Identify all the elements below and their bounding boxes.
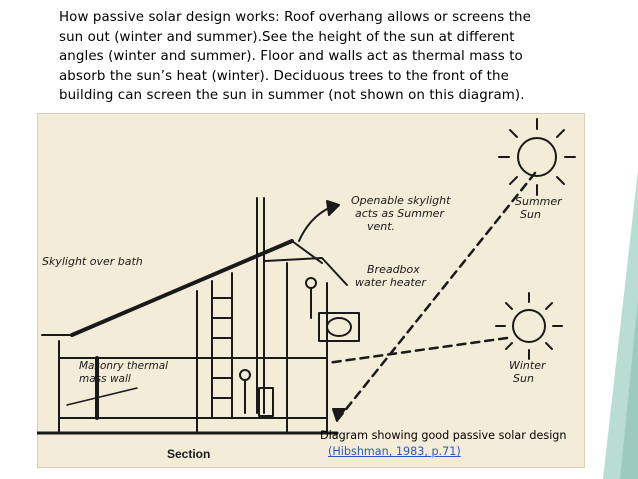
- label-masonry-1: Masonry thermal: [79, 360, 168, 372]
- label-masonry-2: mass wall: [79, 373, 131, 385]
- label-breadbox-2: water heater: [355, 276, 427, 289]
- credit-description: Diagram showing good passive solar desig…: [320, 429, 567, 442]
- label-openable-skylight-1: Openable skylight: [351, 194, 451, 207]
- label-openable-skylight-2: acts as Summer: [355, 207, 445, 220]
- label-skylight-over-bath: Skylight over bath: [42, 255, 143, 268]
- label-openable-skylight-3: vent.: [367, 220, 395, 233]
- diagram-drawing: Skylight over bath Openable skylight act…: [37, 118, 576, 461]
- label-summer-1: Summer: [515, 195, 563, 208]
- label-section: Section: [167, 447, 210, 461]
- diagram-credit: Diagram showing good passive solar desig…: [320, 428, 600, 460]
- label-winter-1: Winter: [509, 359, 547, 372]
- label-winter-2: Sun: [513, 372, 534, 385]
- decorative-corner-shape: [603, 170, 638, 479]
- passive-solar-diagram: Skylight over bath Openable skylight act…: [37, 113, 585, 468]
- credit-reference-link[interactable]: (Hibshman, 1983, p.71): [328, 445, 461, 458]
- label-breadbox-1: Breadbox: [367, 263, 420, 276]
- slide-caption: How passive solar design works: Roof ove…: [59, 10, 531, 104]
- label-summer-2: Sun: [520, 208, 541, 221]
